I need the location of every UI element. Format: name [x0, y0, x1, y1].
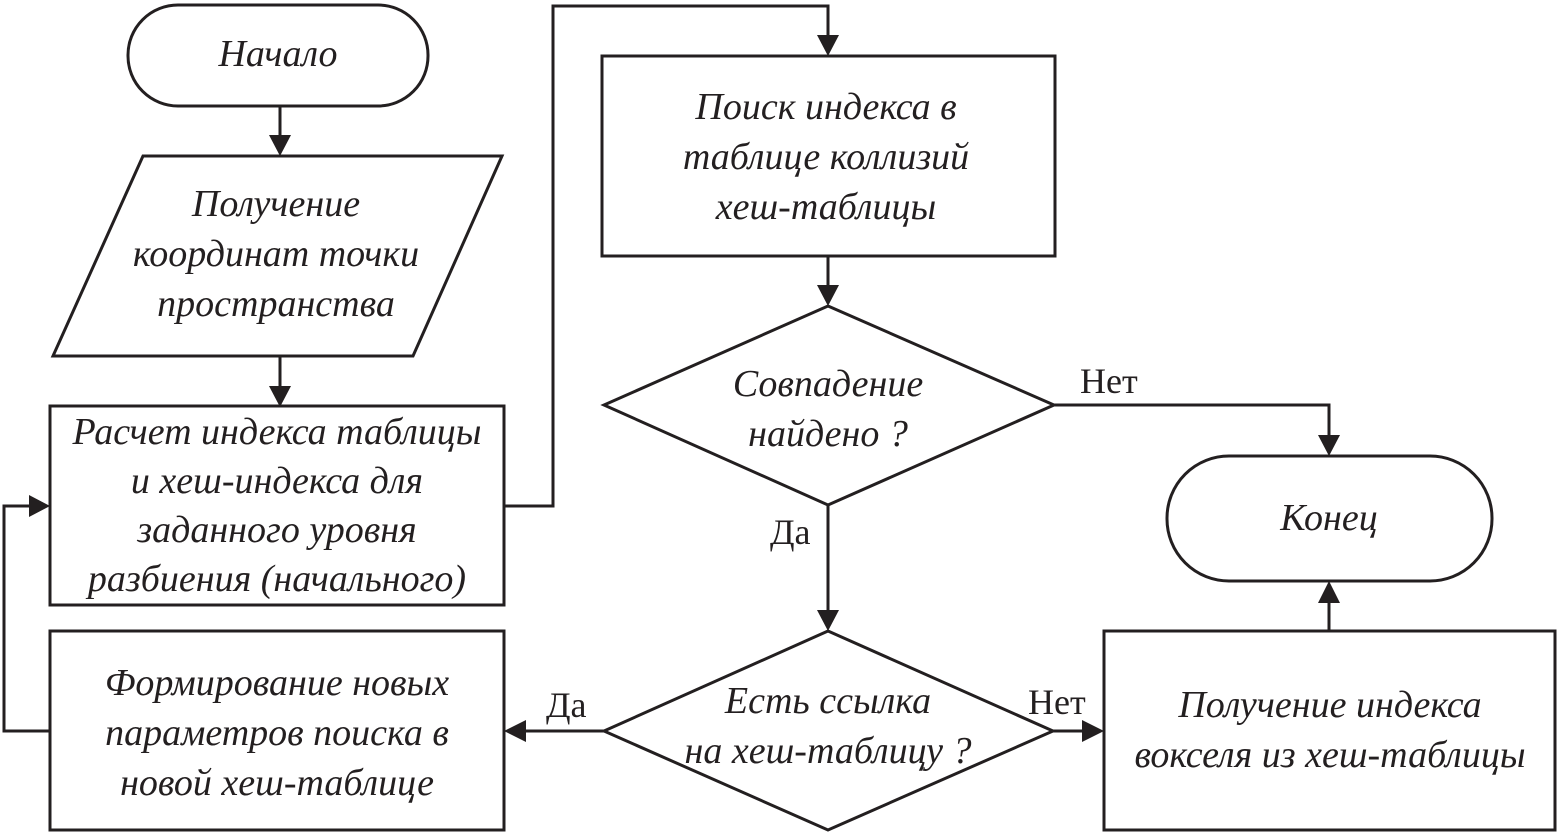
voxel-label-line-2: вокселя из хеш-таблицы [1134, 734, 1525, 776]
link-label-line-2: на хеш-таблицу ? [685, 730, 972, 772]
form-label-line-2: параметров поиска в [105, 712, 449, 754]
voxel-label-line-1: Получение индекса [1177, 684, 1481, 726]
end-terminal-shape [1165, 454, 1494, 583]
edge-label-match-yes: Да [770, 512, 811, 552]
search-process-shape [600, 54, 1057, 258]
voxel-process-shape [1102, 629, 1557, 832]
node-search: Поиск индекса в таблице коллизий хеш-таб… [600, 54, 1057, 258]
calc-label-line-2: и хеш-индекса для [131, 460, 423, 502]
arrowhead-start-to-input [269, 135, 291, 156]
form-label-line-3: новой хеш-таблице [120, 762, 434, 804]
input-label-line-3: пространства [157, 283, 395, 325]
start-terminal-label: Начало [217, 33, 337, 75]
edge-label-link-no: Нет [1028, 682, 1086, 722]
match-decision-shape [600, 304, 1058, 507]
link-decision-shape [600, 629, 1057, 832]
link-label-line-1: Есть ссылка [724, 680, 931, 722]
form-label-line-1: Формирование новых [105, 662, 449, 704]
arrowhead-calc-to-search [817, 35, 839, 56]
arrowhead-input-to-calc [269, 386, 291, 407]
match-label-line-1: Совпадение [733, 363, 924, 405]
node-input: Получение координат точки пространства [50, 154, 505, 358]
calc-label-line-3: заданного уровня [136, 509, 416, 551]
arrowhead-link-yes-to-form [504, 720, 526, 742]
calc-process-shape [48, 404, 506, 607]
arrowhead-match-no-to-end [1318, 435, 1340, 456]
arrowhead-voxel-to-end [1318, 581, 1340, 603]
arrowhead-form-to-calc [29, 495, 50, 517]
arrowhead-match-yes-to-link [817, 610, 839, 631]
node-match: Совпадение найдено ? [600, 304, 1058, 507]
edge-form-to-calc [2, 504, 50, 733]
node-start: Начало [126, 3, 430, 108]
match-label-line-2: найдено ? [748, 413, 908, 455]
node-voxel: Получение индекса вокселя из хеш-таблицы [1102, 629, 1557, 832]
search-label-line-1: Поиск индекса в [694, 86, 956, 128]
arrowhead-link-no-to-voxel [1082, 720, 1104, 742]
calc-label-line-1: Расчет индекса таблицы [71, 411, 481, 453]
end-terminal-label: Конец [1279, 497, 1378, 539]
node-end: Конец [1165, 454, 1494, 583]
search-label-line-2: таблице коллизий [683, 136, 969, 178]
connectors [2, 4, 1340, 742]
edge-match-no-to-end [1054, 403, 1331, 440]
input-label-line-2: координат точки [133, 233, 419, 275]
search-label-line-3: хеш-таблицы [715, 186, 936, 228]
node-form: Формирование новых параметров поиска в н… [48, 629, 506, 832]
input-label-line-1: Получение [191, 183, 360, 225]
input-parallelogram-shape [50, 154, 505, 358]
edge-label-match-no: Нет [1080, 361, 1138, 401]
arrowhead-search-to-match [817, 285, 839, 306]
edge-calc-to-search [504, 4, 830, 508]
form-process-shape [48, 629, 506, 832]
node-calc: Расчет индекса таблицы и хеш-индекса для… [48, 404, 506, 607]
node-link: Есть ссылка на хеш-таблицу ? [600, 629, 1057, 832]
edge-labels: Нет Да Да Нет [546, 361, 1138, 725]
edge-label-link-yes: Да [546, 685, 587, 725]
calc-label-line-4: разбиения (начального) [85, 558, 466, 600]
start-terminal-shape [126, 3, 430, 108]
